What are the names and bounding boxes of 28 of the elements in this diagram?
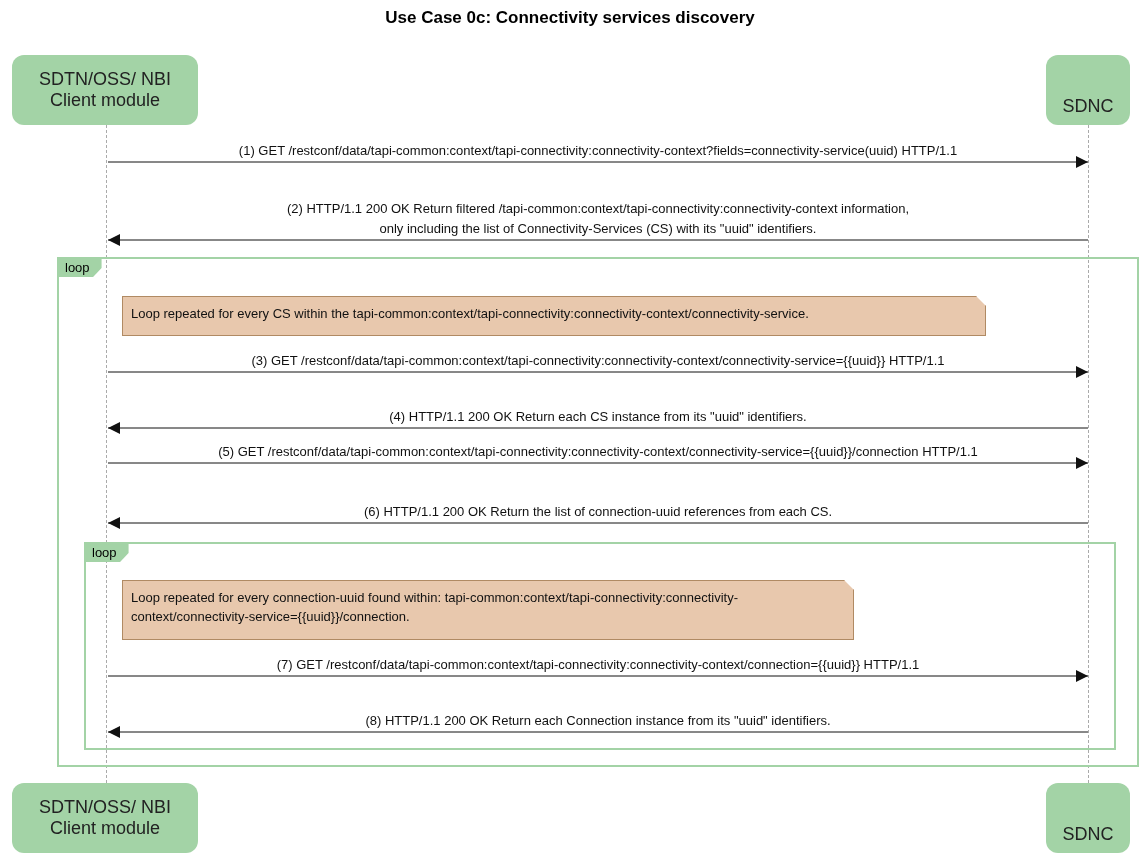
message-arrow <box>107 234 1089 246</box>
edge-label: (6) HTTP/1.1 200 OK Return the list of connection-uuid references from each CS. <box>363 502 833 521</box>
lifeline <box>1088 125 1090 783</box>
edge-label: (1) GET /restconf/data/tapi-common:context/tapi-connectivity:connectivity-context?fields=connectivity-service(uuid) HTTP/1.1 <box>238 141 958 160</box>
participant-box: SDTN/OSS/ NBI Client module <box>12 783 198 853</box>
loop-frame <box>84 542 1116 750</box>
edge-label: (7) GET /restconf/data/tapi-common:context/tapi-connectivity:connectivity-context/connection={{uuid}} HTTP/1.1 <box>276 655 920 674</box>
message-arrow <box>107 366 1089 378</box>
message-arrow <box>107 422 1089 434</box>
participant-box: SDTN/OSS/ NBI Client module <box>12 55 198 125</box>
message-arrow <box>107 457 1089 469</box>
edge-label: (3) GET /restconf/data/tapi-common:context/tapi-connectivity:connectivity-context/connectivity-service={{uuid}} HTTP/1.1 <box>251 351 945 370</box>
edge-label: (2) HTTP/1.1 200 OK Return filtered /tapi-common:context/tapi-connectivity:connectivity-context information, only including the list of Connectivity-Services (CS) with its "uuid" identifiers. <box>285 200 911 238</box>
edge-label: (5) GET /restconf/data/tapi-common:context/tapi-connectivity:connectivity-context/connectivity-service={{uuid}}/connection HTTP/1.1 <box>218 442 978 461</box>
message-arrow <box>107 517 1089 529</box>
message-arrow <box>107 670 1089 682</box>
edge-label: (4) HTTP/1.1 200 OK Return each CS instance from its "uuid" identifiers. <box>389 407 807 426</box>
message-arrow <box>107 726 1089 738</box>
diagram-title: Use Case 0c: Connectivity services discovery <box>384 8 756 28</box>
note: Loop repeated for every connection-uuid found within: tapi-common:context/tapi-connectivity:connectivity-context/connectivity-service={{uuid}}/connection. <box>122 580 854 640</box>
participant-box: SDNC <box>1046 55 1130 125</box>
note: Loop repeated for every CS within the tapi-common:context/tapi-connectivity:connectivity-context/connectivity-service. <box>122 296 986 336</box>
edge-label: (8) HTTP/1.1 200 OK Return each Connection instance from its "uuid" identifiers. <box>365 711 831 730</box>
loop-tab: loop <box>86 544 129 562</box>
participant-box: SDNC <box>1046 783 1130 853</box>
loop-frame <box>57 257 1139 767</box>
loop-tab: loop <box>59 259 102 277</box>
message-arrow <box>107 156 1089 168</box>
